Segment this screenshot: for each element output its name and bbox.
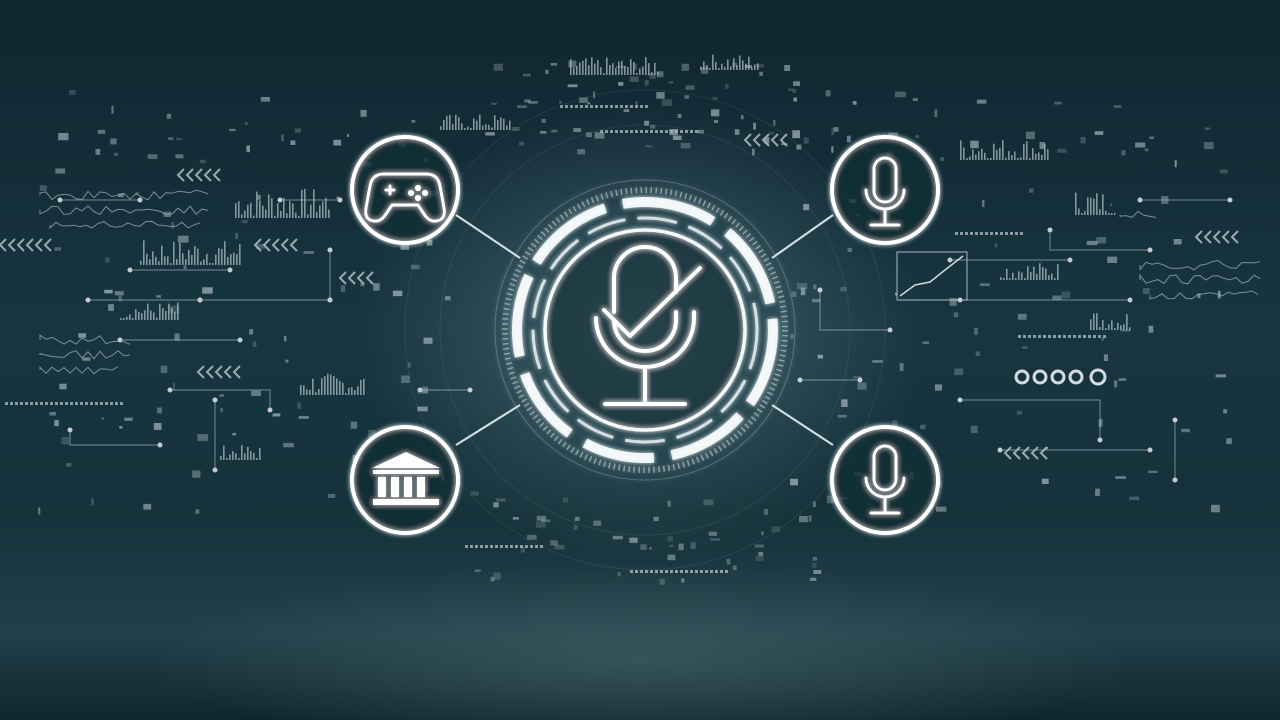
- hub-ring-segment: [724, 228, 776, 305]
- hub-ring-segment: [520, 372, 573, 438]
- connector-gamepad: [455, 214, 521, 259]
- hub-ring-segment: [621, 197, 716, 226]
- background-hud-clutter: [0, 54, 1261, 585]
- hub-inner-ring: [543, 228, 747, 432]
- connector-mic-bottom: [771, 404, 834, 446]
- bank-node: [350, 425, 460, 535]
- ring-glyph-cluster: [1014, 368, 1107, 386]
- connector-lines: [455, 214, 834, 446]
- hub-ring-segment: [670, 412, 744, 461]
- hub-tick-ring: [502, 187, 788, 473]
- mini-chart-box: [896, 251, 968, 301]
- gamepad-icon: [364, 172, 446, 223]
- connector-bank: [455, 404, 521, 446]
- microphone-icon: [864, 444, 906, 515]
- hub-segment-ring: [512, 197, 778, 464]
- connector-mic-top: [771, 214, 834, 259]
- gamepad-node: [350, 135, 460, 245]
- bank-building-icon: [372, 452, 440, 505]
- hub-ring-segment: [582, 438, 655, 464]
- microphone-check-icon: [594, 245, 702, 406]
- microphone-icon: [864, 156, 906, 227]
- microphone-bottom-right-node: [830, 425, 940, 535]
- hub-ring-segment: [512, 273, 534, 358]
- hub-ring-segment: [532, 203, 608, 265]
- hub-dashed-ring: [531, 216, 759, 444]
- central-hub: [494, 179, 796, 481]
- microphone-top-right-node: [830, 135, 940, 245]
- hub-ring-segment: [745, 318, 778, 407]
